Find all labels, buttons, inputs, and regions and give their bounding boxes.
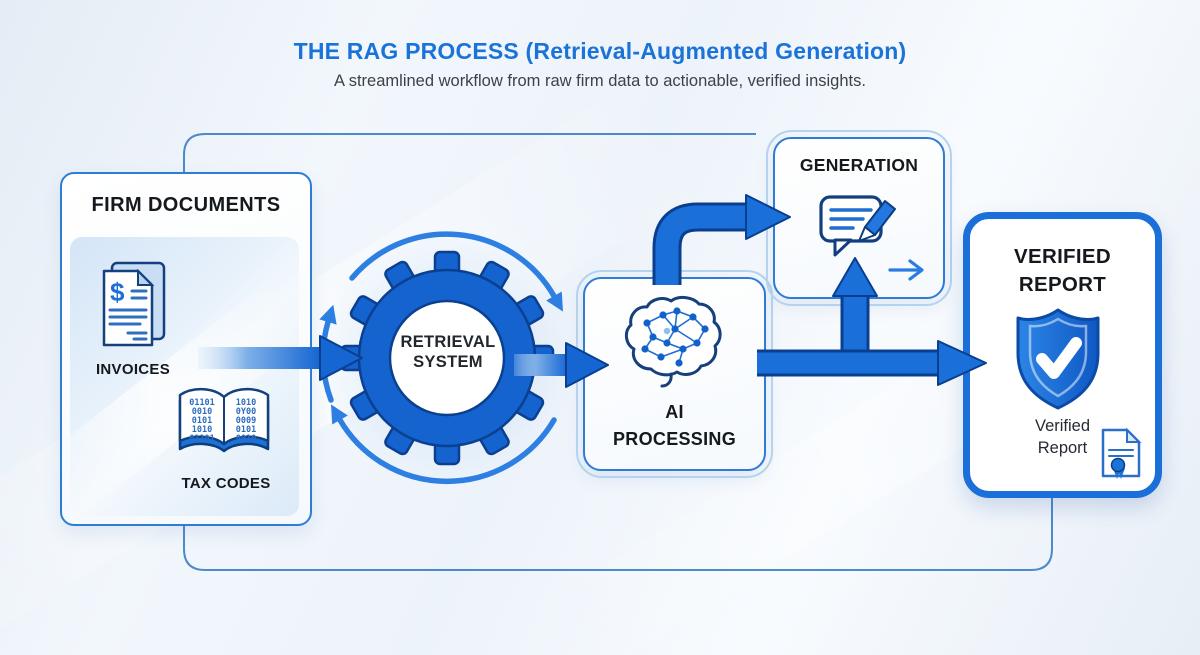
verified-caption-line2: Report — [1037, 439, 1088, 457]
retrieval-label-line2: SYSTEM — [413, 353, 483, 372]
firm-documents-node: FIRM DOCUMENTS $ INVOICES — [60, 172, 312, 526]
binary-row: 0010 — [236, 434, 256, 444]
generation-node: GENERATION — [766, 130, 952, 306]
ai-processing-node: AI PROCESSING — [576, 270, 773, 478]
verified-report-node: VERIFIED REPORT Verified Report — [963, 212, 1162, 498]
binary-row: 01101 — [189, 434, 215, 444]
tax-codes-label: TAX CODES — [181, 475, 271, 492]
verified-report-title: VERIFIED REPORT — [970, 243, 1155, 299]
binary-row: 0010 — [192, 407, 212, 417]
verified-title-line1: VERIFIED — [1014, 245, 1111, 268]
generation-title: GENERATION — [799, 155, 919, 175]
firm-documents-title: FIRM DOCUMENTS — [91, 194, 281, 216]
binary-row: 1010 — [192, 425, 212, 435]
diagram-subtitle: A streamlined workflow from raw firm dat… — [334, 72, 866, 90]
invoices-label: INVOICES — [95, 361, 171, 378]
retrieval-system-label: RETRIEVAL SYSTEM — [387, 332, 509, 372]
binary-row: 0009 — [236, 416, 256, 426]
ai-label-line1: AI — [665, 402, 684, 422]
arrow-ai-to-generation — [652, 194, 791, 285]
brain-network-icon — [619, 293, 729, 396]
verified-caption-line1: Verified — [1034, 417, 1091, 435]
verified-report-caption: Verified Report — [970, 415, 1155, 459]
chat-pencil-icon — [815, 185, 903, 268]
binary-row: 0101 — [192, 416, 212, 426]
binary-row: 1010 — [236, 398, 256, 408]
verified-title-line2: REPORT — [1018, 273, 1107, 296]
certificate-seal-icon — [1099, 426, 1143, 485]
shield-check-icon — [1012, 307, 1104, 418]
invoice-documents-icon: $ — [96, 257, 170, 358]
binary-book-icon: 01101 0010 0101 1010 01101 1010 0Y00 000… — [176, 383, 272, 464]
dollar-glyph: $ — [110, 277, 125, 307]
documents-panel: $ INVOICES 01101 0010 — [70, 237, 299, 516]
binary-row: 0101 — [236, 425, 256, 435]
right-arrow-icon — [885, 256, 931, 289]
binary-row: 01101 — [189, 398, 215, 408]
retrieval-label-line1: RETRIEVAL — [400, 333, 496, 351]
ai-processing-label: AI PROCESSING — [585, 399, 764, 453]
diagram-title: THE RAG PROCESS (Retrieval-Augmented Gen… — [293, 38, 907, 64]
ai-label-line2: PROCESSING — [612, 429, 737, 449]
binary-row: 0Y00 — [236, 407, 256, 417]
